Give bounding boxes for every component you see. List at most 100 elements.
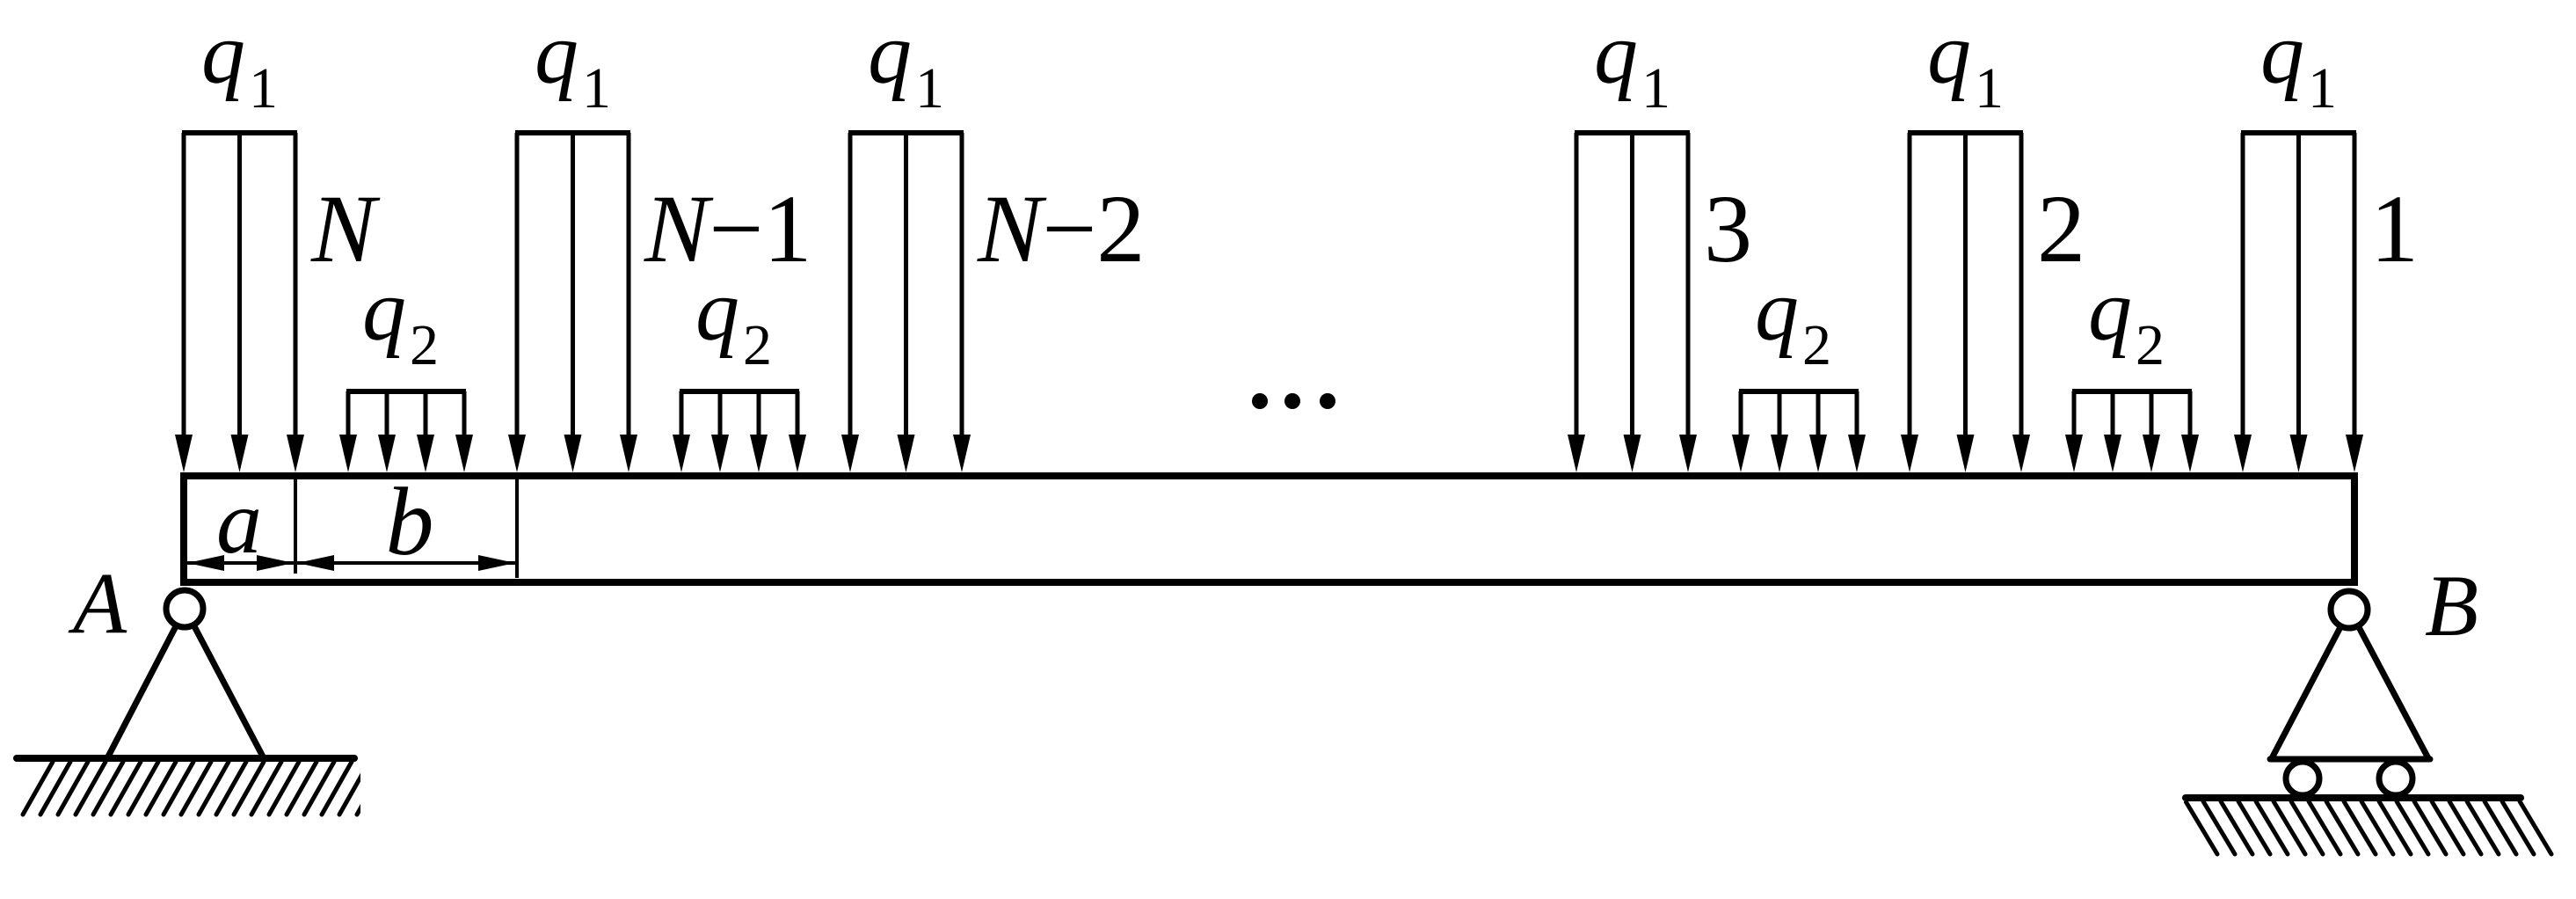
hatch-line bbox=[266, 762, 302, 817]
ellipsis-dot bbox=[1320, 393, 1335, 409]
support-a-leg-right bbox=[191, 625, 267, 760]
load-index-label: N−1 bbox=[644, 175, 811, 282]
support-b-leg-right bbox=[2355, 625, 2432, 760]
support-a-leg-left bbox=[104, 625, 179, 760]
dimension-b: b bbox=[297, 468, 519, 578]
hatch-line bbox=[143, 762, 178, 817]
q1-label: q1 bbox=[535, 4, 611, 121]
q2-load-group: q2 bbox=[2065, 261, 2199, 472]
hatch-line bbox=[2359, 801, 2396, 857]
hatch-line bbox=[38, 762, 73, 817]
arrowhead-icon bbox=[953, 435, 971, 472]
arrowhead-icon bbox=[2234, 435, 2252, 472]
arrowhead-icon bbox=[1956, 435, 1975, 472]
support-a-label: A bbox=[68, 554, 127, 652]
dimension-a: a bbox=[186, 471, 297, 574]
q1-load-group: q1N−1 bbox=[508, 4, 811, 472]
q2-label: q2 bbox=[2088, 261, 2165, 377]
hatch-line bbox=[354, 803, 360, 817]
ellipsis-dot bbox=[1252, 393, 1268, 409]
hatch-line bbox=[2306, 801, 2343, 857]
load-index-label: N bbox=[310, 175, 381, 282]
q2-load-group: q2 bbox=[339, 261, 473, 472]
support-b-label: B bbox=[2425, 557, 2478, 654]
support-b-leg-left bbox=[2268, 625, 2344, 760]
load-index-label: 3 bbox=[1704, 175, 1752, 282]
arrowhead-icon bbox=[2346, 435, 2363, 472]
q1-load-group: q1 3 bbox=[1568, 4, 1752, 472]
hatch-line bbox=[249, 762, 284, 817]
ground-hatch-b bbox=[2184, 801, 2554, 857]
hatch-line bbox=[214, 762, 249, 817]
hatch-line bbox=[2289, 801, 2325, 857]
arrowhead-icon bbox=[187, 555, 224, 571]
arrowhead-icon bbox=[2065, 435, 2083, 472]
pin-icon bbox=[2327, 588, 2371, 632]
hatch-line bbox=[2447, 801, 2484, 857]
arrowhead-icon bbox=[711, 435, 729, 472]
arrowhead-icon bbox=[417, 435, 434, 472]
q1-load-group: q12 bbox=[1901, 4, 2085, 472]
dimension-b-label: b bbox=[386, 468, 434, 575]
load-index-label: N−2 bbox=[977, 175, 1145, 282]
arrowhead-icon bbox=[1679, 435, 1697, 472]
hatch-line bbox=[2482, 801, 2519, 857]
hatch-line bbox=[2253, 801, 2290, 857]
arrowhead-icon bbox=[2289, 435, 2308, 472]
hatch-line bbox=[161, 762, 196, 817]
arrowhead-icon bbox=[620, 435, 637, 472]
hatch-line bbox=[73, 762, 108, 817]
ground-hatch-a bbox=[20, 762, 360, 817]
hatch-line bbox=[2236, 801, 2273, 857]
ellipsis-dot bbox=[1284, 393, 1300, 409]
hatch-line bbox=[2464, 801, 2501, 857]
hatch-line bbox=[178, 762, 214, 817]
hatch-line bbox=[2394, 801, 2431, 857]
hatch-line bbox=[196, 762, 231, 817]
support-b: B bbox=[2182, 557, 2554, 857]
hatch-line bbox=[337, 772, 360, 817]
q2-load-group: q2 bbox=[673, 261, 806, 472]
arrowhead-icon bbox=[1848, 435, 1866, 472]
hatch-line bbox=[2184, 801, 2220, 857]
hatch-line bbox=[284, 762, 319, 817]
arrowhead-icon bbox=[2104, 435, 2121, 472]
hatch-line bbox=[126, 762, 161, 817]
arrowhead-icon bbox=[455, 435, 473, 472]
hatch-line bbox=[55, 762, 91, 817]
arrowhead-icon bbox=[257, 555, 294, 571]
q1-label: q1 bbox=[868, 4, 944, 121]
arrowhead-icon bbox=[478, 555, 515, 571]
arrowhead-icon bbox=[564, 435, 582, 472]
arrowhead-icon bbox=[2143, 435, 2160, 472]
arrowhead-icon bbox=[287, 435, 304, 472]
arrowhead-icon bbox=[297, 555, 334, 571]
hatch-line bbox=[2201, 801, 2238, 857]
arrowhead-icon bbox=[789, 435, 806, 472]
arrowhead-icon bbox=[1901, 435, 1918, 472]
q1-label: q1 bbox=[1594, 4, 1670, 121]
arrowhead-icon bbox=[897, 435, 915, 472]
beam bbox=[180, 472, 2358, 586]
q1-label: q1 bbox=[2260, 4, 2337, 121]
roller-icon bbox=[2376, 758, 2416, 799]
arrowhead-icon bbox=[175, 435, 193, 472]
arrowhead-icon bbox=[230, 435, 249, 472]
arrowhead-icon bbox=[378, 435, 396, 472]
hatch-line bbox=[2218, 801, 2255, 857]
arrowhead-icon bbox=[508, 435, 526, 472]
arrowhead-icon bbox=[1568, 435, 1585, 472]
hatch-line bbox=[2324, 801, 2361, 857]
arrowhead-icon bbox=[750, 435, 768, 472]
q2-load-group: q2 bbox=[1732, 261, 1866, 472]
arrowhead-icon bbox=[2012, 435, 2030, 472]
hatch-line bbox=[2376, 801, 2413, 857]
q1-label: q1 bbox=[201, 4, 278, 121]
hatch-line bbox=[302, 762, 337, 817]
pin-icon bbox=[163, 587, 207, 631]
arrowhead-icon bbox=[841, 435, 859, 472]
q2-label: q2 bbox=[362, 261, 439, 377]
hatch-line bbox=[2341, 801, 2378, 857]
